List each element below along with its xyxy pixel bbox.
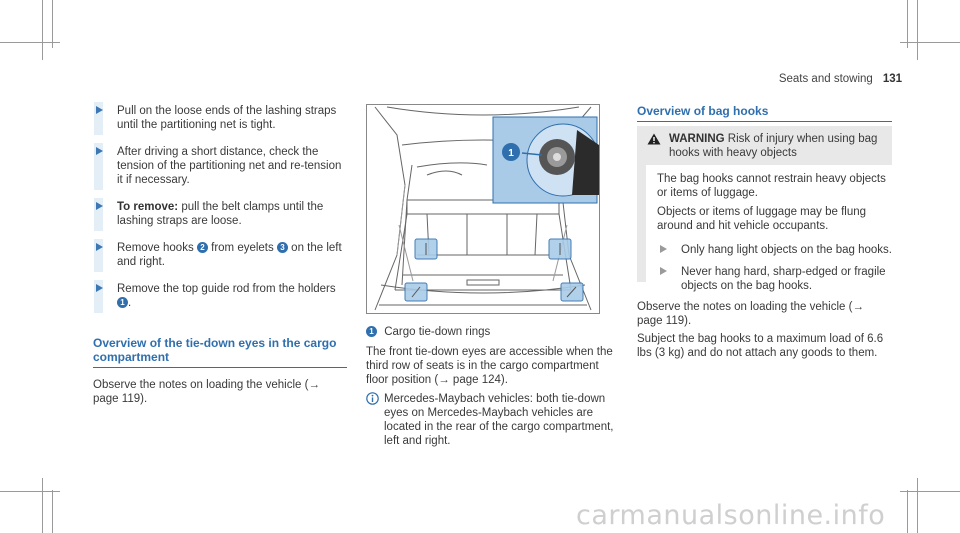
header-section: Seats and stowing — [778, 73, 873, 85]
crop-mark — [0, 42, 60, 43]
arrow-icon — [660, 267, 667, 275]
step-item: Remove hooks 2 from eyelets 3 on the lef… — [93, 239, 347, 272]
image-callout: 1 — [508, 148, 514, 159]
right-column-lower: Observe the notes on loading the vehicle… — [637, 300, 892, 360]
right-column: Overview of bag hooks — [637, 104, 892, 122]
step-item: Pull on the loose ends of the lashing st… — [93, 102, 347, 135]
observe-text: Observe the notes on loading the vehicle… — [637, 301, 864, 327]
warning-box: WARNING Risk of injury when using bag ho… — [637, 126, 892, 292]
crop-mark — [900, 491, 960, 492]
crop-mark — [900, 42, 960, 43]
crop-mark — [42, 0, 43, 60]
step-item: After driving a short distance, check th… — [93, 143, 347, 190]
step-item: Remove the top guide rod from the holder… — [93, 280, 347, 313]
callout-number: 3 — [276, 242, 288, 253]
step-item: Never hang hard, sharp-edged or fragile … — [657, 265, 892, 293]
crop-mark — [907, 0, 908, 48]
legend-item: 1 Cargo tie-down rings — [366, 325, 620, 339]
crop-mark — [42, 478, 43, 533]
warning-body: The bag hooks cannot restrain heavy obje… — [637, 165, 892, 292]
crop-mark — [0, 491, 60, 492]
warning-icon — [647, 133, 661, 149]
watermark: carmanualsonline.info — [576, 500, 886, 531]
callout-number: 1 — [366, 326, 377, 337]
arrow-icon — [96, 147, 103, 155]
cargo-compartment-image: 1 — [366, 104, 600, 314]
crop-mark — [52, 490, 53, 533]
arrow-icon — [96, 243, 103, 251]
crop-mark — [917, 0, 918, 60]
info-note: Mercedes-Maybach vehicles: both tie-down… — [366, 392, 620, 448]
warning-label: WARNING — [669, 133, 725, 145]
page-number: 131 — [882, 73, 902, 85]
step-item: Only hang light objects on the bag hooks… — [657, 243, 892, 257]
paragraph: Subject the bag hooks to a maximum load … — [637, 333, 884, 359]
step-item: To remove: pull the belt clamps until th… — [93, 198, 347, 231]
arrow-icon — [96, 106, 103, 114]
left-column: Pull on the loose ends of the lashing st… — [93, 102, 347, 406]
crop-mark — [907, 490, 908, 533]
crop-mark — [917, 478, 918, 533]
warning-title: Risk of injury when using bag hooks with… — [669, 133, 878, 159]
section-title: Overview of bag hooks — [637, 104, 892, 122]
arrow-icon — [96, 284, 103, 292]
arrow-icon — [660, 245, 667, 253]
callout-number: 2 — [196, 242, 208, 253]
warning-header: WARNING Risk of injury when using bag ho… — [637, 126, 892, 165]
middle-column: 1 Cargo tie-down rings The front tie-dow… — [366, 325, 620, 448]
observe-text: Observe the notes on loading the vehicle… — [93, 379, 320, 405]
section-title: Overview of the tie-down eyes in the car… — [93, 336, 347, 368]
arrow-icon — [96, 202, 103, 210]
paragraph: The front tie-down eyes are accessible w… — [366, 346, 613, 386]
page-header: Seats and stowing 131 — [779, 73, 902, 85]
callout-number: 1 — [117, 297, 128, 308]
crop-mark — [52, 0, 53, 48]
info-icon — [366, 392, 379, 409]
